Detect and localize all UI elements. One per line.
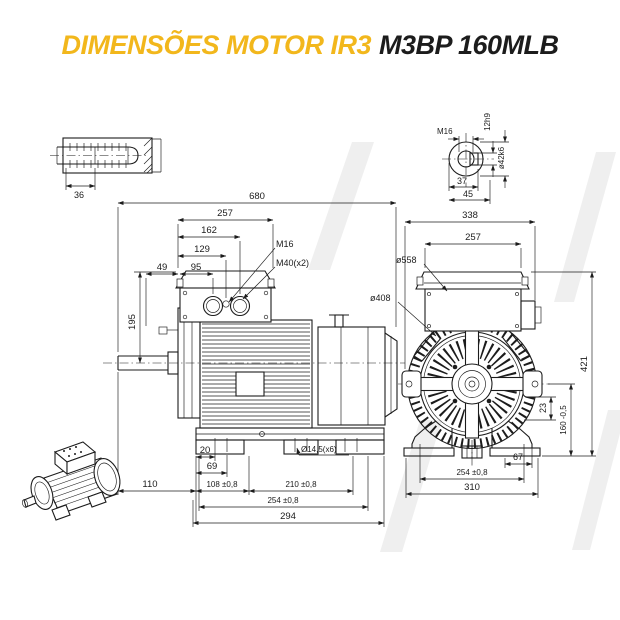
dim-20: 20 <box>200 445 211 456</box>
terminal-box-end <box>415 271 542 332</box>
aux-connector <box>520 300 536 330</box>
stator-body <box>199 319 313 429</box>
fan-cover-side <box>311 314 398 426</box>
dim-69: 69 <box>207 461 218 472</box>
dim-49: 49 <box>157 262 168 273</box>
base-and-feet <box>195 427 385 455</box>
side-view-left-dims: 195 <box>127 271 176 364</box>
label-foot-holes: Ø14,5(x6) <box>301 445 337 454</box>
label-gland-m16: M16 <box>276 239 294 249</box>
background-watermark <box>308 142 620 552</box>
lifting-eye <box>334 314 344 328</box>
dim-shaft-37: 37 <box>457 176 467 186</box>
title-model: M3BP 160MLB <box>379 30 559 60</box>
dim-shaft-height: 160 -0,5 <box>559 405 568 435</box>
key-top-view: 36 <box>50 137 162 200</box>
cable-gland-2 <box>229 295 251 317</box>
small-gland-hole <box>222 300 230 308</box>
dim-shaft-45: 45 <box>463 189 473 199</box>
diagonal-fittings <box>413 332 531 362</box>
dim-67: 67 <box>513 452 523 462</box>
page-title: DIMENSÕES MOTOR IR3 M3BP 160MLB <box>0 30 620 61</box>
dim-162: 162 <box>201 225 217 236</box>
dim-310: 310 <box>464 482 480 493</box>
terminal-box-side <box>175 270 276 323</box>
foot-iso-rear <box>87 491 107 508</box>
dim-294: 294 <box>280 511 296 522</box>
dim-195: 195 <box>127 314 138 330</box>
dim-110: 110 <box>142 479 157 490</box>
label-gland-m40: M40(x2) <box>276 258 309 268</box>
foot-iso-front <box>51 504 71 521</box>
side-view: 680 257 162 129 95 49 M16 M40(x2) <box>103 191 405 527</box>
end-view: 338 257 ø558 ø408 421 160 -0,5 23 67 254… <box>370 210 596 498</box>
label-dia-558: ø558 <box>396 255 417 265</box>
dim-box-width: 257 <box>217 208 233 219</box>
dim-254-end: 254 ±0,8 <box>456 468 488 477</box>
shaft <box>117 351 179 375</box>
cable-gland-1 <box>202 295 224 317</box>
label-shaft-thread: M16 <box>437 127 453 136</box>
end-view-feet <box>403 420 541 459</box>
fan-cover-iso <box>93 458 121 496</box>
mounting-lugs <box>401 370 543 398</box>
dim-254-side: 254 ±0,8 <box>267 496 299 505</box>
dim-338: 338 <box>462 210 478 221</box>
end-view-dims: 338 257 ø558 ø408 421 160 -0,5 23 67 254… <box>370 210 596 498</box>
label-shaft-diameter: ø42k6 <box>497 146 506 169</box>
side-view-top-dims: 680 257 162 129 95 49 M16 M40(x2) <box>117 191 397 352</box>
dim-95: 95 <box>191 262 202 273</box>
dim-23: 23 <box>538 403 548 413</box>
shaft-iso <box>23 495 37 508</box>
dim-108: 108 ±0,8 <box>206 480 238 489</box>
shaft-end-view: M16 12h9 ø42k6 37 45 <box>437 113 509 204</box>
label-keyway-width: 12h9 <box>483 113 492 131</box>
dim-129: 129 <box>194 244 210 255</box>
dim-key-36: 36 <box>74 190 84 200</box>
dim-210: 210 ±0,8 <box>285 480 317 489</box>
dim-overall-length: 680 <box>249 191 265 202</box>
side-view-bottom-dims: 20 69 110 108 ±0,8 210 ±0,8 254 ±0,8 294… <box>117 372 385 527</box>
rating-plate <box>235 371 265 397</box>
title-accent: DIMENSÕES MOTOR IR3 <box>61 30 371 60</box>
isometric-view <box>21 441 121 521</box>
dim-257-end: 257 <box>465 232 481 243</box>
label-dia-408: ø408 <box>370 293 391 303</box>
dim-421: 421 <box>579 356 590 372</box>
